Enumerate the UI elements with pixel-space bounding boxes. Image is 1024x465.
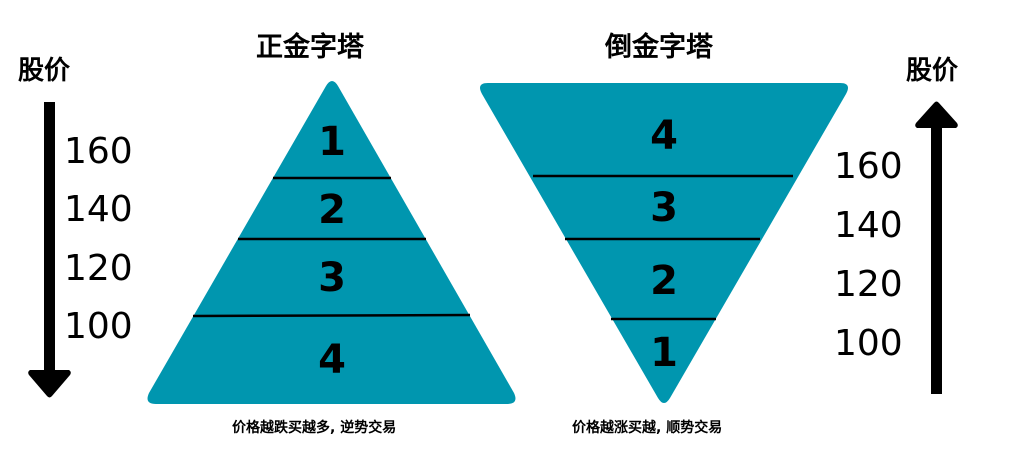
left-price-label: 160 [64, 131, 133, 172]
inverted-pyramid-tier-label: 3 [650, 185, 678, 231]
pyramid-caption: 价格越跌买越多, 逆势交易 [232, 420, 397, 436]
inverted-pyramid-tier-label: 2 [650, 258, 678, 304]
inverted-pyramid-caption: 价格越涨买越, 顺势交易 [572, 420, 723, 436]
right-price-label: 140 [834, 205, 903, 246]
inverted-pyramid [480, 83, 848, 403]
left-price-label: 100 [64, 306, 133, 347]
left-price-label: 120 [64, 248, 133, 289]
arrow-up-icon [915, 101, 958, 394]
pyramid-tier-label: 2 [318, 187, 346, 233]
pyramid-tier-label: 4 [318, 337, 346, 383]
inverted-pyramid-tier-label: 1 [650, 330, 678, 376]
arrow-down-icon [28, 102, 71, 398]
tier-divider [192, 313, 471, 318]
right-price-label: 120 [834, 264, 903, 305]
left-axis-title: 股价 [18, 56, 71, 86]
right-price-label: 100 [834, 323, 903, 364]
right-price-label: 160 [834, 146, 903, 187]
inverted-pyramid-tier-label: 4 [650, 113, 678, 159]
pyramid-title: 正金字塔 [256, 32, 364, 63]
left-price-label: 140 [64, 189, 133, 230]
right-axis-title: 股价 [906, 56, 959, 86]
upright-pyramid [147, 81, 516, 404]
inverted-pyramid-title: 倒金字塔 [605, 32, 713, 63]
pyramid-tier-label: 3 [318, 255, 346, 301]
pyramid-tier-label: 1 [318, 119, 346, 165]
